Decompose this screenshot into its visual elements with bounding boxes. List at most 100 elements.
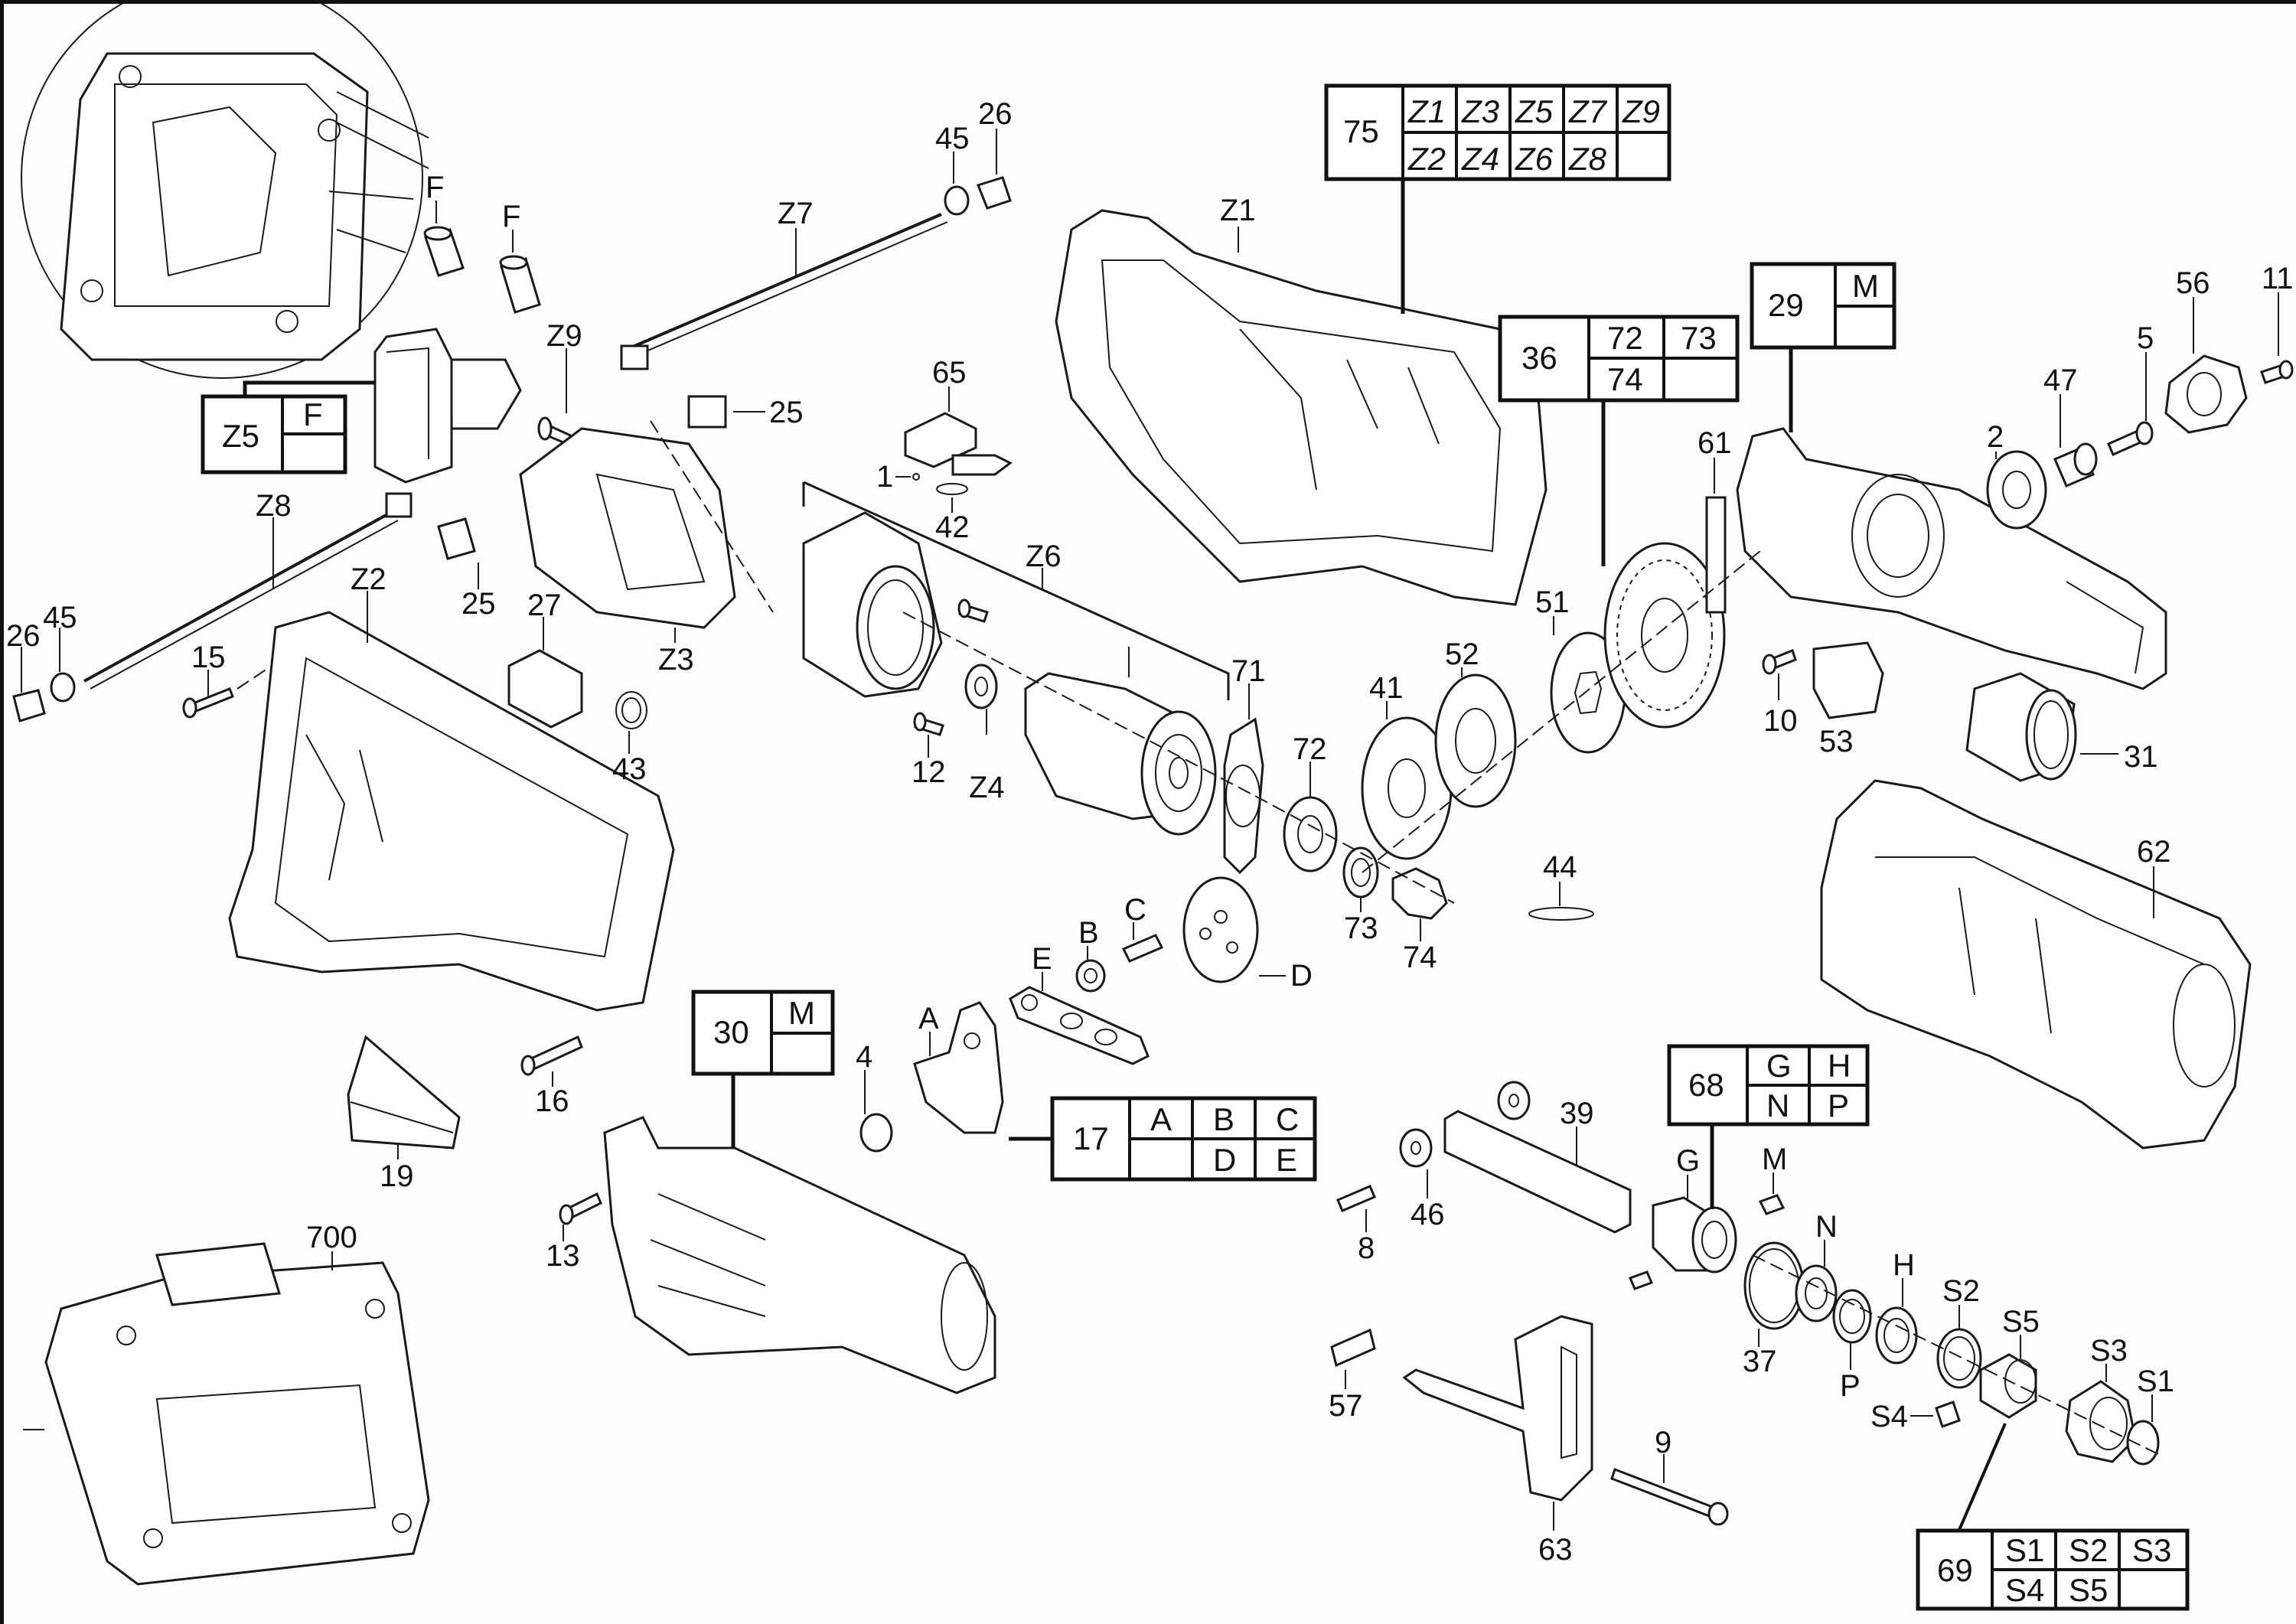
part-73-washer	[1342, 846, 1379, 912]
callout-62: 62	[2137, 835, 2171, 869]
part-G-guide	[1652, 1124, 1737, 1273]
part-13-screw	[559, 1192, 602, 1241]
part-26-holder-a	[977, 129, 1012, 210]
kit-69-cell: S3	[2132, 1532, 2171, 1568]
part-42-spring	[936, 483, 968, 513]
part-16-screw	[520, 1035, 583, 1087]
part-armature	[1024, 647, 1217, 836]
part-65-switch-cap	[904, 386, 1013, 476]
kit-75-number: 75	[1343, 113, 1379, 149]
part-F-sleeve-b	[499, 230, 541, 314]
kit-69-cell: S5	[2069, 1572, 2108, 1608]
part-71-plate	[1223, 683, 1264, 875]
part-72-bearing	[1283, 761, 1338, 872]
part-Z5-switch	[373, 328, 522, 484]
part-11-screw	[2260, 292, 2294, 384]
callout-37: 37	[1743, 1345, 1777, 1378]
part-45-spring-b	[50, 628, 76, 703]
callout-H: H	[1893, 1248, 1915, 1282]
part-62-gear-cover	[1820, 779, 2252, 1150]
kit-30-number: 30	[713, 1014, 749, 1050]
callout-51: 51	[1535, 585, 1570, 619]
part-S2-spring	[1936, 1305, 1982, 1389]
kit-table-68: 68 G H N P	[1667, 1044, 1870, 1127]
kit-30-cell: M	[788, 995, 815, 1031]
callout-71: 71	[1231, 654, 1266, 688]
callout-16: 16	[535, 1084, 569, 1118]
part-19-plate	[347, 1035, 461, 1159]
callout-72: 72	[1293, 732, 1327, 766]
callout-61: 61	[1698, 426, 1732, 460]
callout-25-b: 25	[461, 587, 496, 621]
callout-31: 31	[2124, 740, 2158, 774]
kit-75-cell: Z6	[1515, 141, 1554, 177]
kit-17-cell: B	[1213, 1101, 1234, 1137]
kit-68-cell: H	[1828, 1048, 1851, 1084]
part-45-spring-a	[944, 152, 970, 216]
kit-75-cell: Z4	[1461, 141, 1499, 177]
callout-8: 8	[1358, 1231, 1375, 1265]
assembly-axis-3	[1254, 795, 1455, 904]
callout-Z8: Z8	[256, 489, 292, 523]
callout-N: N	[1815, 1210, 1838, 1244]
kit-75-cell: Z5	[1515, 93, 1554, 129]
part-43-spring	[615, 691, 647, 754]
part-26-holder-b	[12, 647, 46, 722]
callout-S5: S5	[2002, 1305, 2040, 1339]
callout-45-b: 45	[43, 601, 77, 634]
callout-43: 43	[612, 752, 647, 786]
part-Z8-brush-lead	[83, 492, 413, 690]
callout-13: 13	[546, 1239, 580, 1273]
part-700-carry-case	[23, 1242, 430, 1586]
callout-42: 42	[935, 510, 970, 544]
kit-75-cell: Z9	[1622, 93, 1660, 129]
kit-29-number: 29	[1768, 287, 1804, 323]
kit-17-cell: C	[1276, 1101, 1299, 1137]
part-2-bearing	[1986, 450, 2047, 530]
kit-36-cell: 74	[1607, 361, 1643, 397]
part-P-ring	[1832, 1289, 1872, 1370]
callout-65: 65	[932, 356, 967, 390]
callout-9: 9	[1655, 1426, 1671, 1459]
callout-12: 12	[912, 755, 946, 789]
kit-29-cell: M	[1852, 268, 1879, 304]
callout-F-a: F	[426, 171, 444, 204]
kit-table-Z5: Z5 F	[201, 380, 375, 474]
callout-15: 15	[191, 641, 226, 674]
part-51-washer	[1550, 616, 1626, 754]
part-C-pin	[1121, 922, 1164, 963]
kit-table-30: 30 M	[691, 990, 835, 1076]
part-A-lever	[913, 1001, 1052, 1141]
top-border	[0, 0, 2296, 4]
callout-39: 39	[1560, 1097, 1594, 1130]
part-63-shoe	[1402, 1315, 1593, 1531]
part-Z2-housing	[228, 591, 675, 1012]
part-10-screw	[1762, 649, 1797, 700]
part-29-gear-housing	[1736, 347, 2167, 690]
callout-47: 47	[2043, 364, 2078, 397]
callout-F-b: F	[502, 200, 520, 233]
callout-41: 41	[1369, 671, 1404, 705]
callout-27: 27	[527, 589, 562, 622]
callout-S2: S2	[1942, 1274, 1980, 1308]
part-74-pinion	[1391, 867, 1448, 941]
part-47-bushing	[2053, 394, 2098, 488]
callout-5: 5	[2137, 321, 2154, 355]
part-Z7-brush-lead	[620, 213, 948, 370]
callout-S4: S4	[1870, 1400, 1908, 1433]
kit-table-69: 69 S1 S2 S3 S4 S5	[1916, 1528, 2190, 1611]
callout-B: B	[1078, 916, 1099, 950]
callout-2: 2	[1987, 420, 2004, 454]
kit-Z5-cell: F	[303, 396, 323, 432]
z6-bracket	[802, 481, 1230, 700]
part-56-plate	[2164, 297, 2248, 434]
kit-17-number: 17	[1073, 1120, 1109, 1156]
callout-46: 46	[1411, 1198, 1445, 1231]
part-Z4-bearing	[964, 664, 998, 735]
callout-11: 11	[2262, 262, 2294, 295]
part-25-connector-b	[437, 517, 479, 589]
kit-68-cell: N	[1766, 1088, 1789, 1123]
callout-labels: F F Z9 25 Z7 45 26 65 1 42 Z1 Z8 Z2 25 2…	[6, 97, 2294, 1567]
kit-table-36: 36 72 73 74	[1498, 315, 1740, 403]
